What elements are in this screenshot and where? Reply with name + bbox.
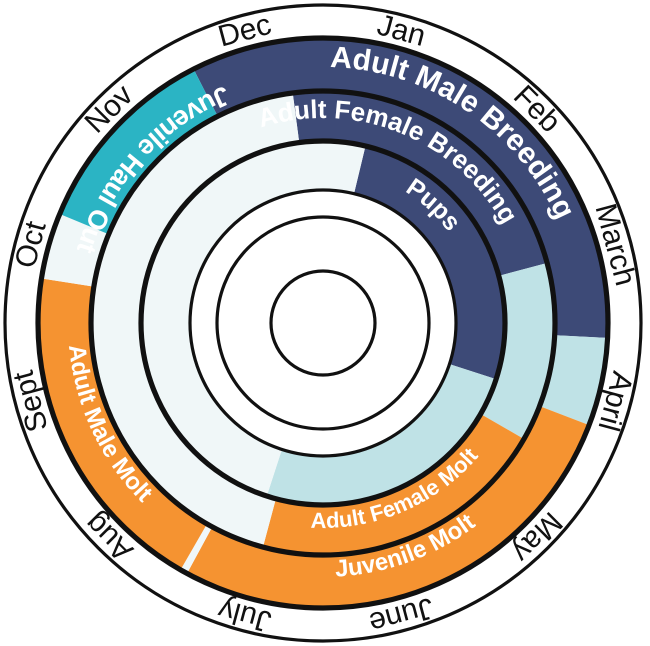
segment-pups [354,147,504,379]
segment-empty-r2-1 [481,263,554,439]
ring3-inner-outline [188,188,458,458]
segment-adult-male-molt [39,278,207,569]
ring-adult-female-breeding [92,92,554,554]
core-inner-circle [269,269,377,377]
ring1-inner-outline [88,88,558,558]
segment-empty-r2-3 [92,93,300,547]
segment-juvenile-haul-out [60,69,218,234]
segment-empty-r1-3 [181,524,212,573]
segment-empty-r3-1 [267,364,496,505]
ring-pups [141,141,504,505]
segment-adult-female-molt [263,414,524,554]
month-ring-inner-circle [35,35,611,611]
segment-empty-r1-1 [540,335,607,425]
outer-boundary-circle [3,3,643,643]
ring2-inner-outline [138,138,508,508]
segment-adult-female-breeding [292,92,547,276]
core-outer-circle [215,215,431,431]
ring1-outer-outline [37,37,609,609]
ring-adult-male-breeding [39,39,607,607]
segment-empty-r1-5 [42,214,108,287]
segment-juvenile-molt [187,406,589,607]
segment-adult-male-breeding [194,39,607,338]
ring2-outer-outline [90,90,556,556]
segment-empty-r3-2 [141,141,366,496]
ring3-outer-outline [140,140,506,506]
